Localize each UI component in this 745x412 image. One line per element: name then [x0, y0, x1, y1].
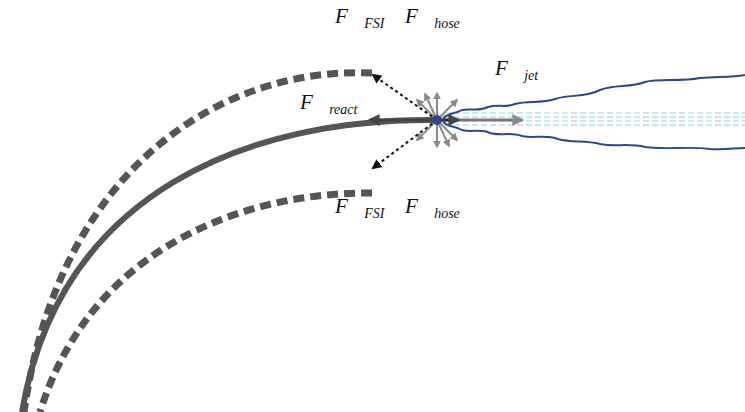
hose-deflected-down — [40, 193, 372, 412]
hose-line — [22, 120, 437, 412]
force-label: F⃗hose — [405, 194, 460, 223]
hose-deflected-up — [24, 73, 372, 412]
force-label: F⃗FSI — [335, 4, 384, 33]
force-label: F⃗FSI — [335, 194, 384, 223]
jet-force-arrow — [437, 119, 522, 122]
force-label: F⃗hose — [405, 4, 460, 33]
jet-lower-edge — [443, 122, 745, 149]
force-label: F⃗jet — [495, 56, 538, 85]
reaction-force-arrow — [370, 119, 437, 122]
nozzle-point — [432, 115, 442, 125]
force-label: F⃗react — [300, 90, 357, 119]
jet-upper-edge — [443, 75, 745, 118]
